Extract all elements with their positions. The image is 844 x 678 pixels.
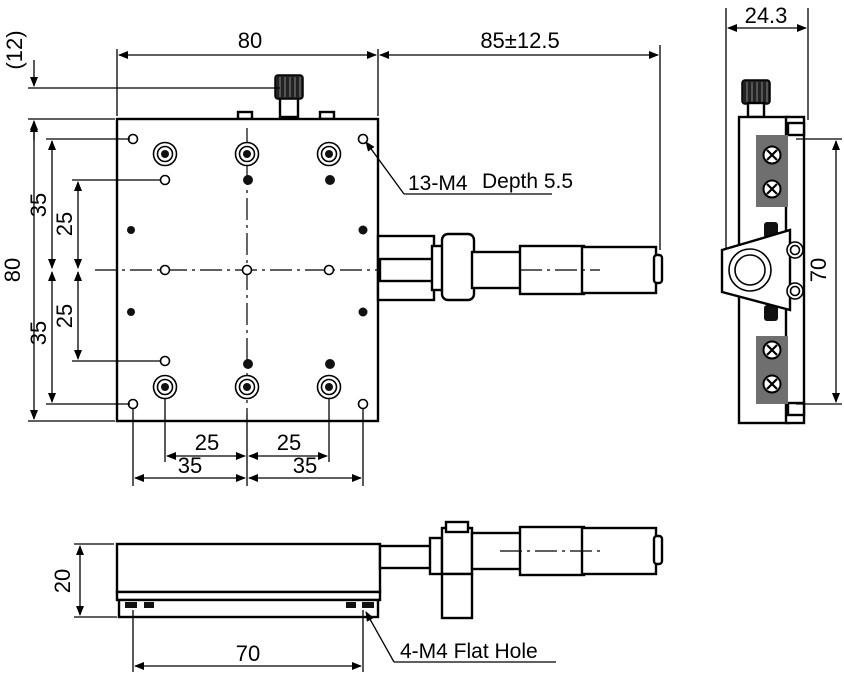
top-view: 80 85±12.5 (12) 80 35 35 25 25 [0,28,664,486]
micrometer-head [376,232,664,302]
front-base-plate [117,598,380,619]
front-stage-body [115,542,382,594]
front-view: 20 70 4-M4 Flat Hole [50,520,664,672]
front-hole-pitch-70: 70 [236,641,260,666]
flat-hole-callout: 4-M4 Flat Hole [400,640,538,663]
pitch-25-left: 25 [195,430,219,455]
hole-depth-note: Depth 5.5 [482,170,573,193]
pitch-25-lower: 25 [52,304,77,328]
pitch-25-right: 25 [277,430,301,455]
tapped-holes [127,133,369,410]
pitch-35-upper: 35 [26,193,51,217]
offset-dimension-12: (12) [2,30,27,69]
pitch-35-right: 35 [293,453,317,478]
side-thickness-24-3: 24.3 [745,3,788,28]
pitch-25-upper: 25 [52,212,77,236]
pitch-35-lower: 35 [26,321,51,345]
front-height-20: 20 [50,569,75,593]
front-micrometer [378,520,664,620]
hole-callout-13-m4: 13-M4 [408,172,468,195]
height-dimension-80: 80 [0,258,25,282]
top-lock-knob [236,74,336,121]
side-view: 24.3 70 [720,3,842,425]
width-dimension-80: 80 [238,28,262,53]
travel-dimension: 85±12.5 [480,28,559,53]
pitch-35-left: 35 [178,453,202,478]
side-hole-pitch-70: 70 [806,258,831,282]
